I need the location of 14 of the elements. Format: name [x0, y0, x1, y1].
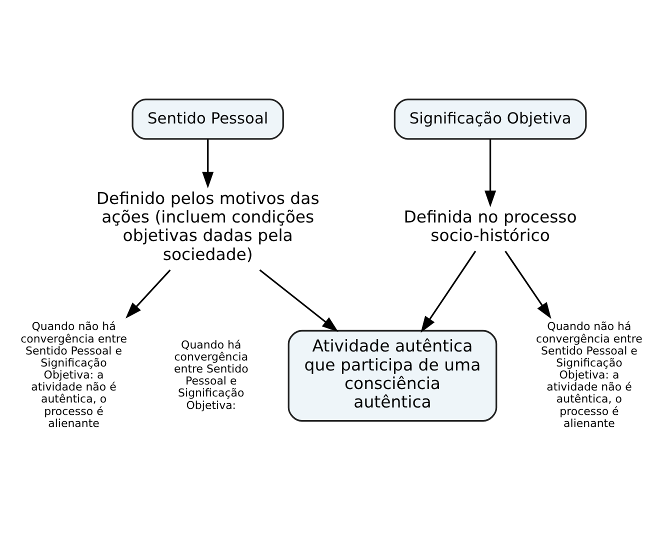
label: Quando há convergência entre Sentido Pessoal e Significação Objetiva:	[174, 338, 248, 412]
arrow	[126, 269, 171, 319]
arrow	[259, 269, 338, 332]
arrow	[504, 250, 552, 319]
node-box: Atividade autêntica que participa de uma consciência autêntica	[288, 330, 498, 422]
node-text: Definida no processo socio-histórico	[404, 207, 577, 246]
node-text: Definido pelos motivos das ações (incluem condições objetivas dadas pela sociedade)	[96, 188, 320, 264]
node-box: Sentido Pessoal	[132, 98, 284, 140]
node-box: Significação Objetiva	[394, 98, 587, 140]
arrow	[202, 139, 214, 188]
arrow	[420, 250, 476, 333]
node-text: Quando não há convergência entre Sentido Pessoal e Significação Objetiva: a atividade não é autêntica, o processo é alienante	[536, 320, 642, 430]
arrow	[484, 139, 496, 208]
node-text: Quando não há convergência entre Sentido Pessoal e Significação Objetiva: a atividade não é autêntica, o processo é alienante	[20, 320, 127, 430]
